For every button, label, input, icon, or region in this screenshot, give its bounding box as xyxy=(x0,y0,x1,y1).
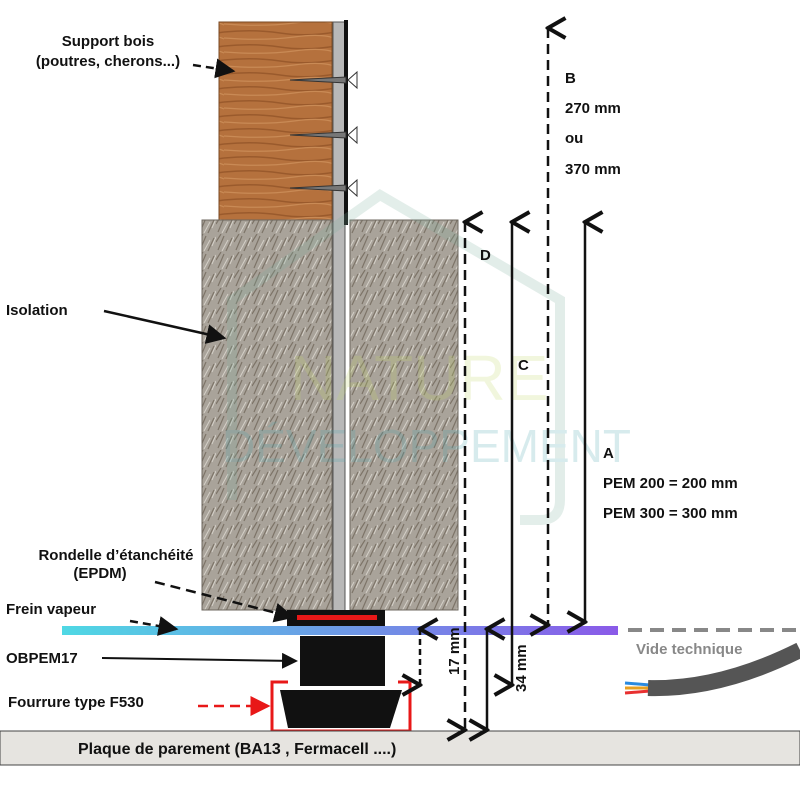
wood-support xyxy=(218,21,333,221)
metal-rod xyxy=(332,21,346,615)
insulation-left xyxy=(201,219,333,611)
insulation-right xyxy=(349,219,459,611)
dimension-34mm-label: 34 mm xyxy=(513,644,530,692)
label-obpem17: OBPEM17 xyxy=(6,650,78,667)
label-fourrure: Fourrure type F530 xyxy=(8,694,144,711)
dimension-b-label: B xyxy=(565,70,576,87)
screw-icon xyxy=(289,178,358,198)
label-isolation: Isolation xyxy=(6,302,68,319)
dimension-d-label: D xyxy=(480,247,491,264)
dimension-c-label: C xyxy=(518,357,529,374)
vapour-barrier xyxy=(62,626,618,635)
label-vide-technique: Vide technique xyxy=(636,641,742,658)
facing-board xyxy=(0,730,800,766)
dimension-b-value-alt: 370 mm xyxy=(565,161,621,178)
electric-cable-icon xyxy=(624,642,800,697)
arrow-isolation xyxy=(103,309,227,344)
svg-text:DÉVELOPPEMENT: DÉVELOPPEMENT xyxy=(222,420,631,472)
svg-text:NATURE: NATURE xyxy=(290,342,548,414)
dimension-b-value: 270 mm xyxy=(565,100,621,117)
dimension-a-label: A xyxy=(603,445,614,462)
dimension-17mm-label: 17 mm xyxy=(446,627,463,675)
label-support-bois: Support bois xyxy=(62,33,155,50)
metal-rod-edge xyxy=(344,20,348,225)
dimension-a-pem200: PEM 200 = 200 mm xyxy=(603,475,738,492)
furring-profile xyxy=(280,690,402,728)
label-support-bois-detail: (poutres, cherons...) xyxy=(36,53,180,70)
screw-icon xyxy=(289,125,358,145)
label-frein-vapeur: Frein vapeur xyxy=(6,601,96,618)
dimension-b-or: ou xyxy=(565,130,583,147)
dimension-a-pem300: PEM 300 = 300 mm xyxy=(603,505,738,522)
arrow-obpem17 xyxy=(101,652,298,669)
arrow-frein-vapeur xyxy=(129,616,179,636)
arrow-rondelle xyxy=(154,580,295,623)
arrow-support-bois xyxy=(192,58,236,79)
epdm-washer-highlight xyxy=(297,615,377,620)
label-plaque: Plaque de parement (BA13 , Fermacell ...… xyxy=(78,741,396,758)
label-rondelle: Rondelle d’étanchéité xyxy=(38,547,193,564)
screws xyxy=(289,70,358,198)
obpem17-spacer xyxy=(300,636,385,686)
label-rondelle-detail: (EPDM) xyxy=(73,565,126,582)
screw-icon xyxy=(289,70,358,90)
